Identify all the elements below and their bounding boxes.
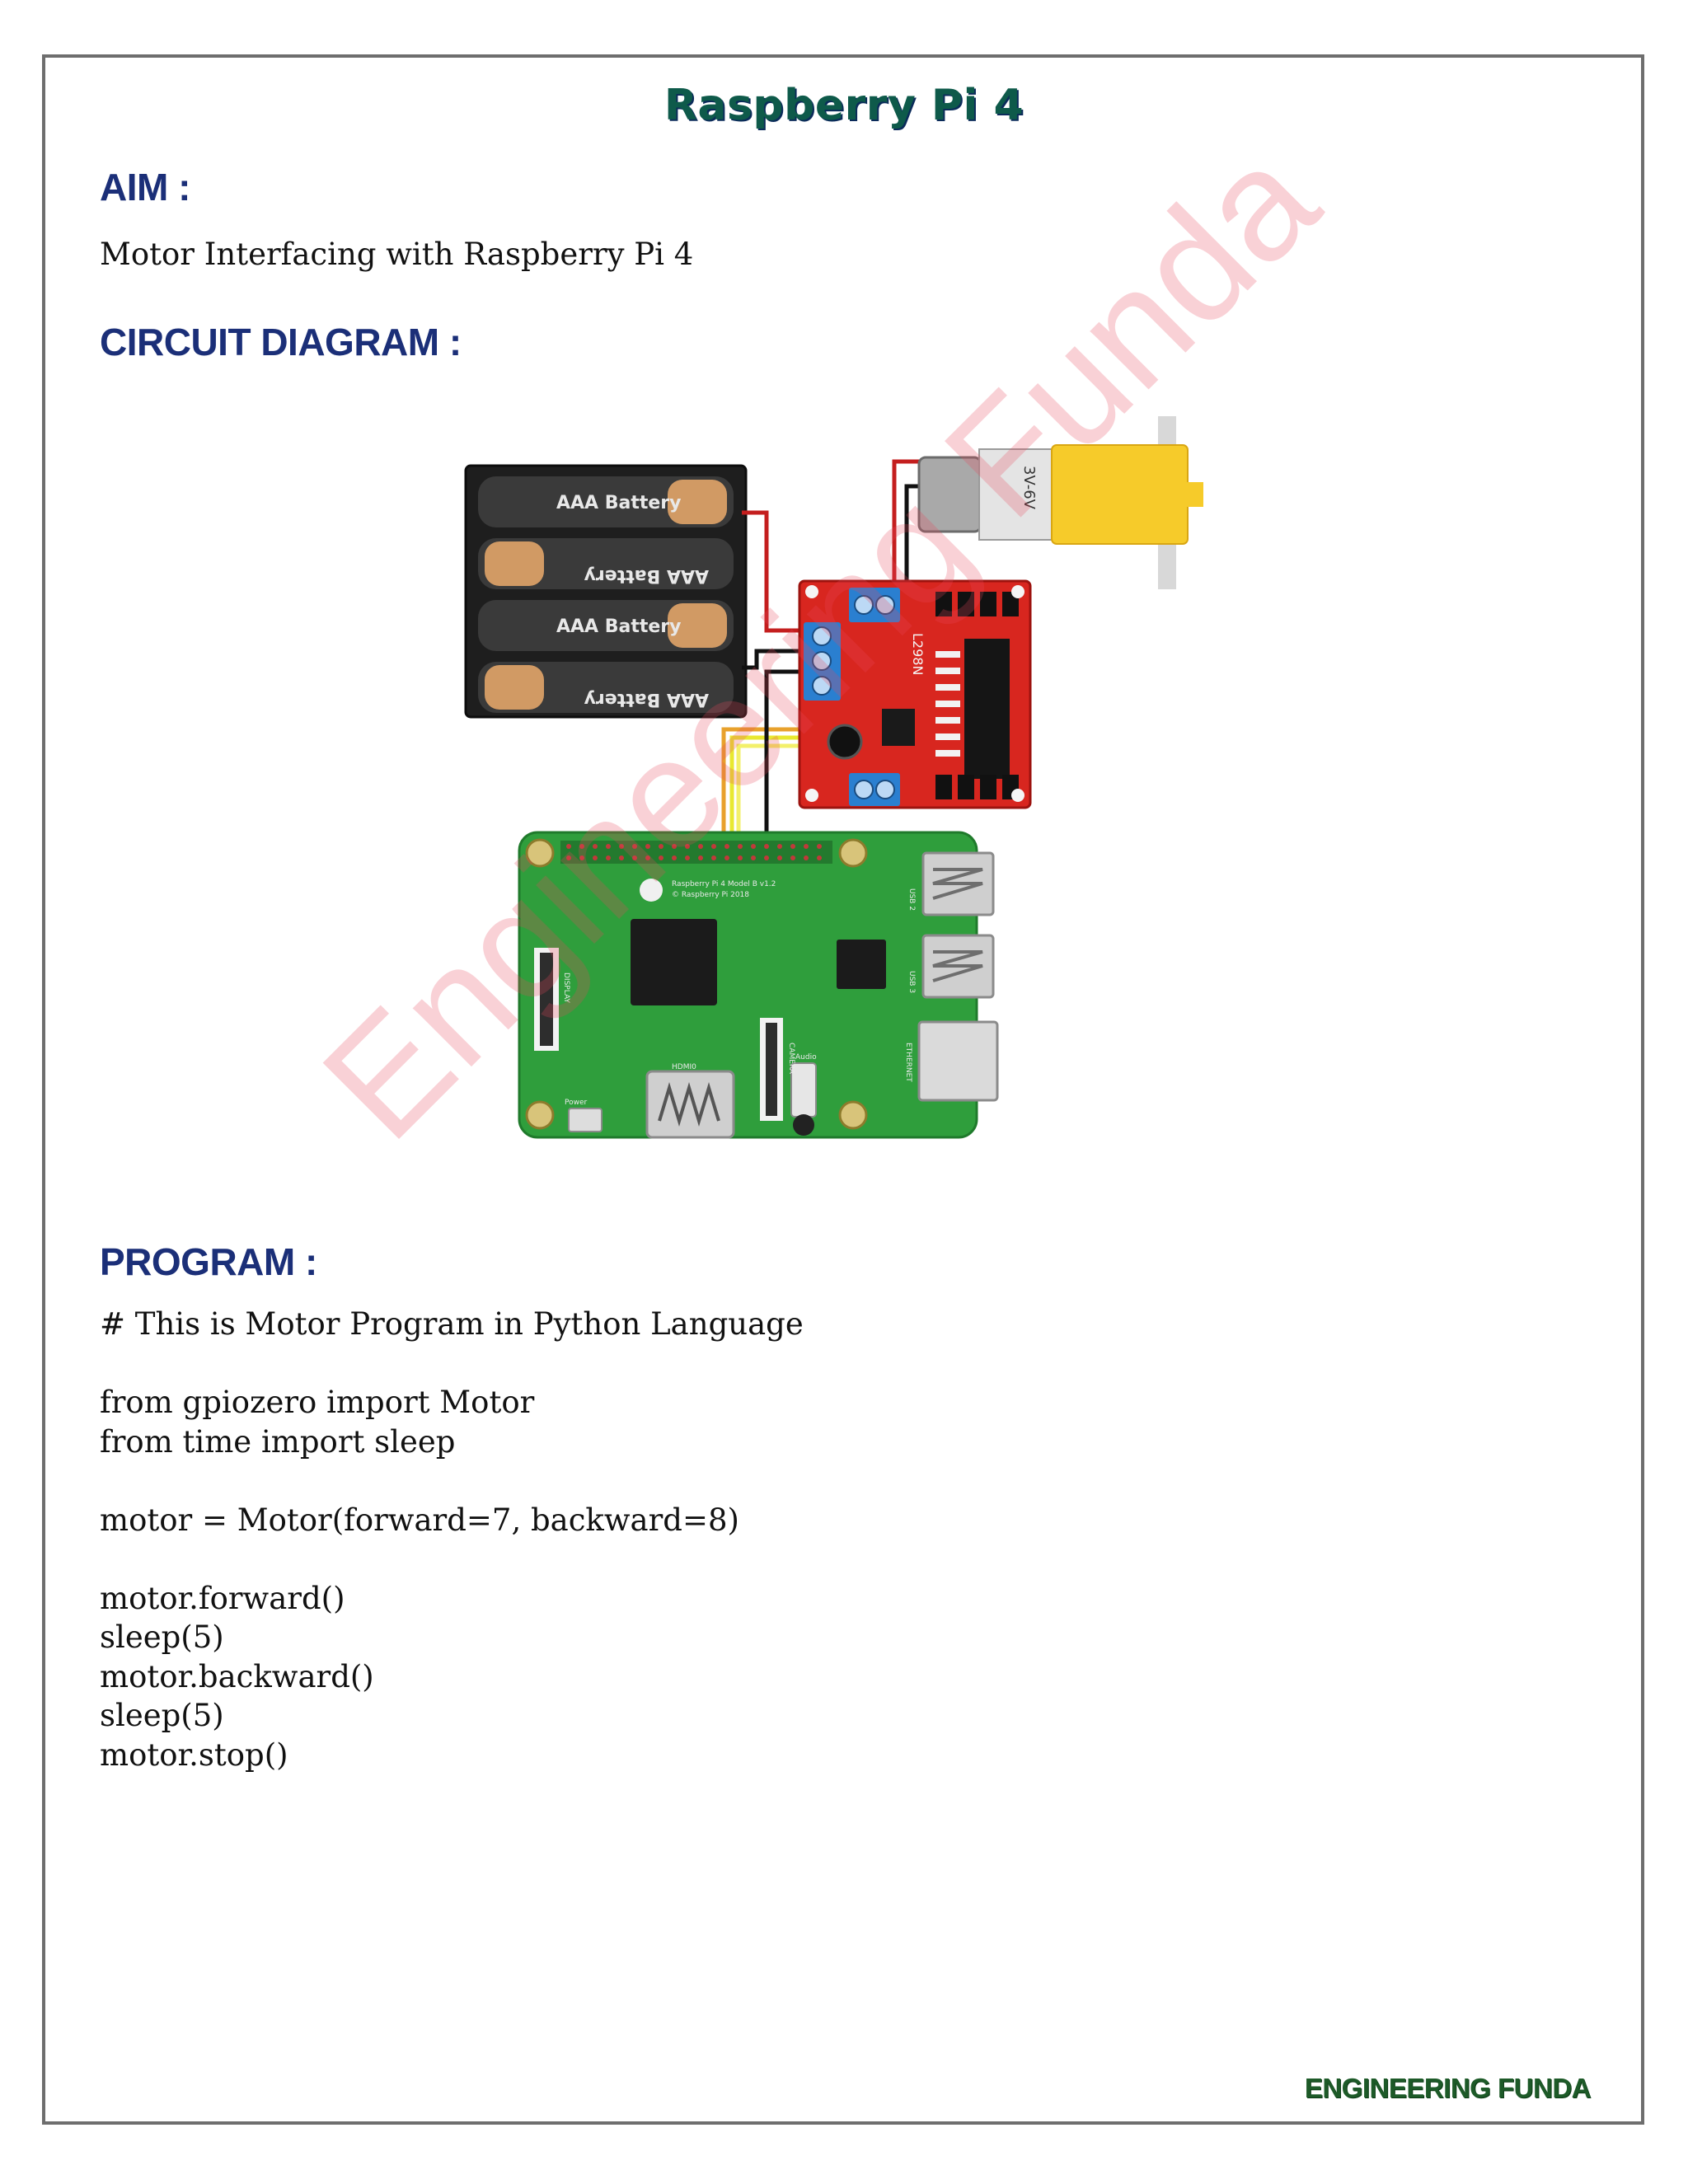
aim-heading: AIM : bbox=[100, 166, 190, 209]
page-title: Raspberry Pi 4 bbox=[663, 81, 1025, 130]
code-line: from gpiozero import Motor bbox=[100, 1385, 535, 1420]
motor-label: 3V-6V bbox=[1020, 466, 1038, 510]
code-line: motor.stop() bbox=[100, 1736, 288, 1773]
gpio-pins bbox=[566, 844, 822, 860]
circuit-diagram: AAA Battery AAA Battery AAA Battery AAA … bbox=[464, 416, 1203, 1139]
raspberry-pi-board: Raspberry Pi 4 Model B v1.2 © Raspberry … bbox=[518, 831, 999, 1139]
circuit-diagram-heading: CIRCUIT DIAGRAM : bbox=[100, 321, 462, 363]
hdmi-port bbox=[645, 1070, 735, 1139]
page-border bbox=[42, 54, 1644, 2125]
battery-label: AAA Battery bbox=[556, 493, 682, 513]
driver-label: L298N bbox=[910, 633, 926, 675]
usb-ports bbox=[921, 851, 995, 999]
pi-usb3-label: USB 3 bbox=[907, 971, 916, 993]
pi-copyright-label: © Raspberry Pi 2018 bbox=[672, 891, 749, 899]
motor-driver: L298N bbox=[798, 579, 1032, 809]
code-line: sleep(5) bbox=[100, 1698, 224, 1733]
code-line: motor.forward() bbox=[100, 1580, 345, 1616]
wires bbox=[721, 459, 923, 842]
code-line: # This is Motor Program in Python Langua… bbox=[100, 1306, 804, 1342]
battery-label: AAA Battery bbox=[584, 565, 710, 586]
code-line bbox=[100, 1344, 1089, 1384]
code-line: sleep(5) bbox=[100, 1619, 224, 1655]
code-line: from time import sleep bbox=[100, 1423, 456, 1460]
aim-text: Motor Interfacing with Raspberry Pi 4 bbox=[100, 237, 694, 272]
battery-pack: AAA Battery AAA Battery AAA Battery AAA … bbox=[464, 464, 748, 719]
program-code: # This is Motor Program in Python Langua… bbox=[100, 1305, 1089, 1774]
code-line: motor.backward() bbox=[100, 1658, 374, 1694]
pi-ethernet-label: ETHERNET bbox=[904, 1043, 912, 1082]
pi-power-label: Power bbox=[565, 1099, 588, 1107]
footer-brand: ENGINEERING FUNDA bbox=[1304, 2073, 1592, 2103]
pi-model-label: Raspberry Pi 4 Model B v1.2 bbox=[672, 880, 776, 888]
dc-motor: 3V-6V bbox=[917, 416, 1203, 589]
battery-cell: AAA Battery bbox=[478, 600, 734, 651]
battery-label: AAA Battery bbox=[556, 616, 682, 637]
battery-label: AAA Battery bbox=[584, 689, 710, 710]
pi-display-label: DISPLAY bbox=[562, 972, 570, 1003]
program-heading: PROGRAM : bbox=[100, 1240, 317, 1283]
ethernet-port bbox=[917, 1020, 999, 1102]
code-line bbox=[100, 1461, 1089, 1501]
code-line: motor = Motor(forward=7, backward=8) bbox=[100, 1502, 739, 1538]
raspberry-logo bbox=[640, 879, 663, 902]
code-line bbox=[100, 1540, 1089, 1579]
pi-audio-label: Audio bbox=[795, 1053, 817, 1062]
pi-hdmi-label: HDMI0 bbox=[672, 1063, 696, 1071]
battery-cell: AAA Battery bbox=[478, 662, 734, 713]
battery-cell: AAA Battery bbox=[478, 538, 734, 589]
pi-camera-label: CAMERA bbox=[787, 1043, 795, 1075]
battery-cell: AAA Battery bbox=[478, 476, 734, 527]
pi-usb2-label: USB 2 bbox=[907, 888, 916, 911]
